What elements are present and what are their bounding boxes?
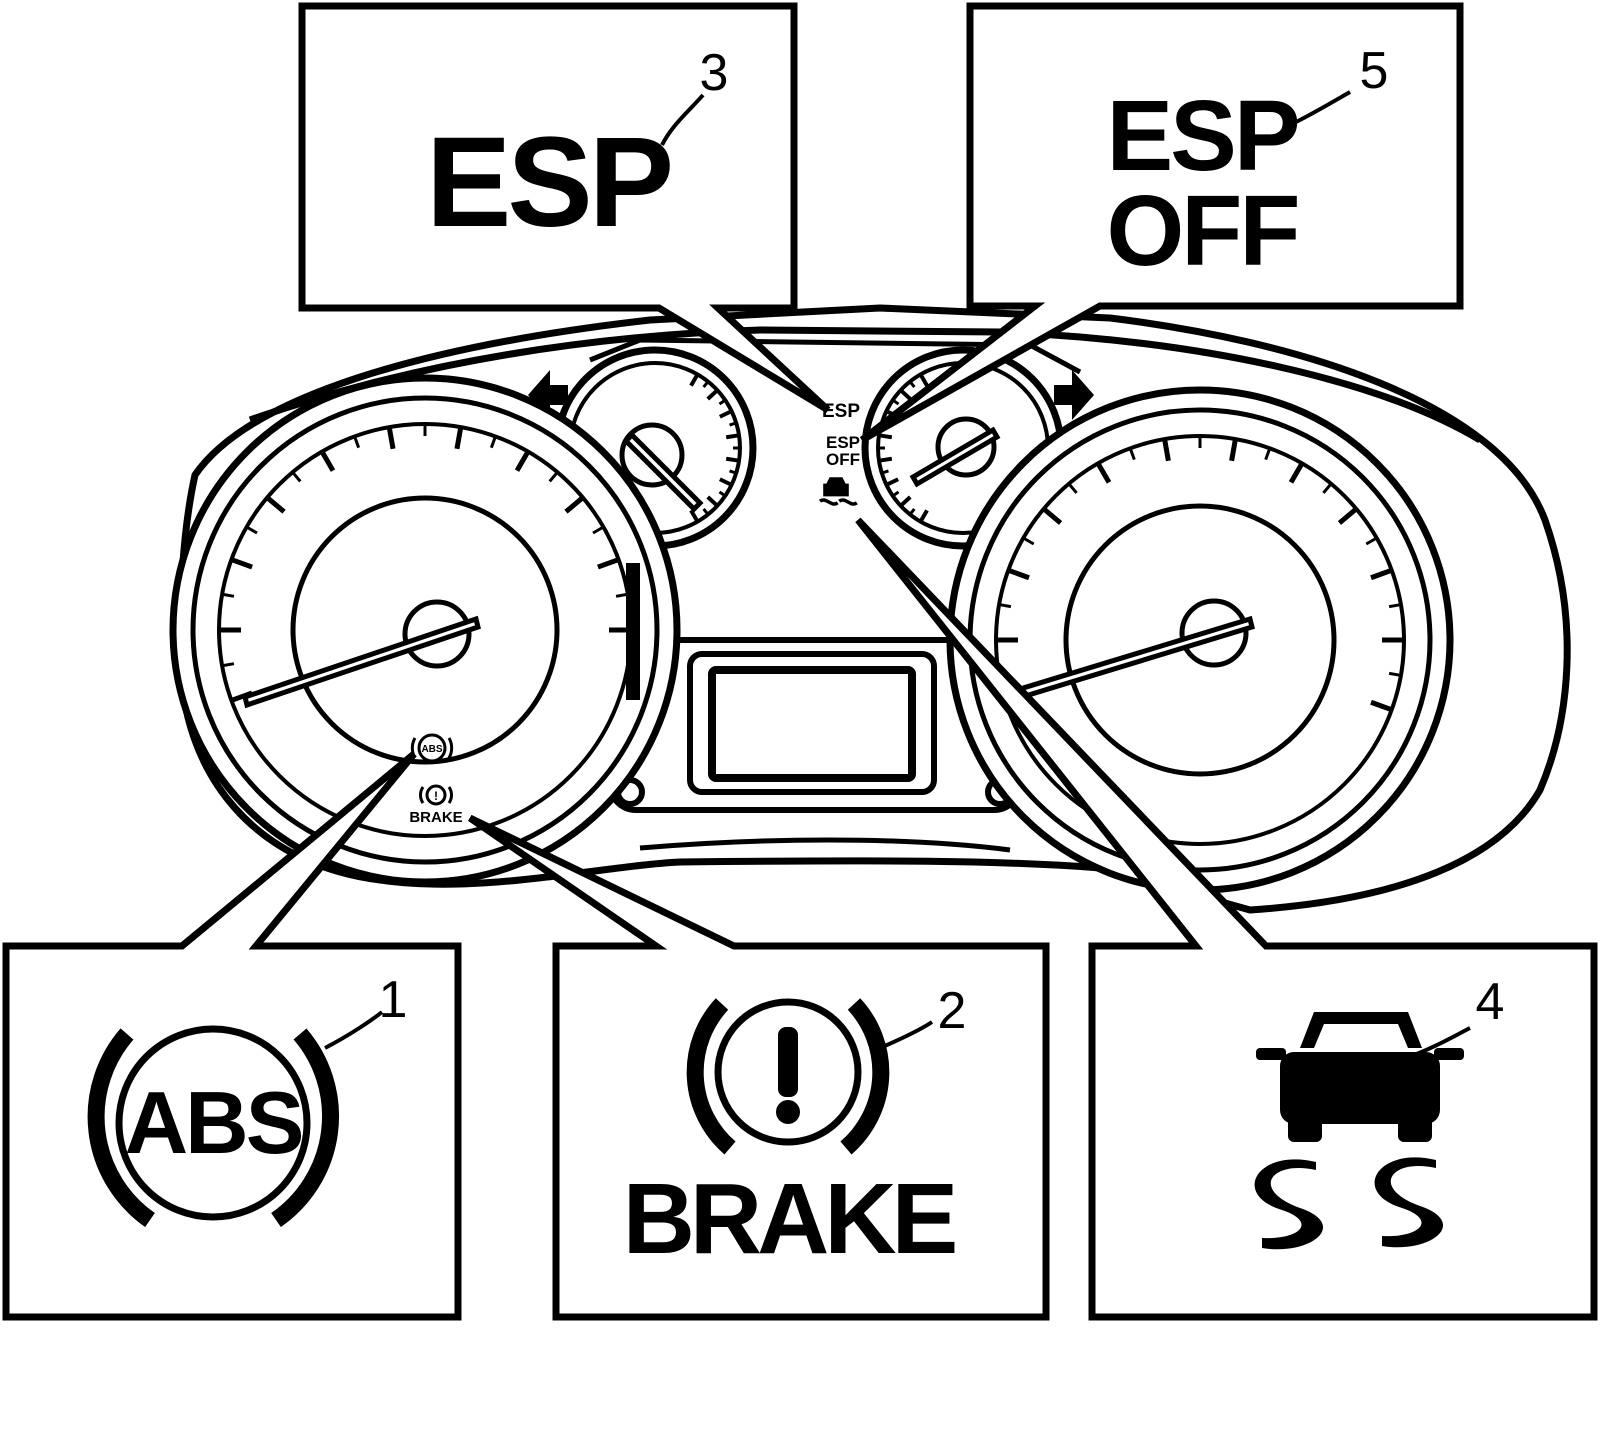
callout-abs: ABS 1 [2, 751, 462, 1321]
callout-traction: 4 [855, 517, 1598, 1321]
gauge-tick [1388, 671, 1402, 677]
svg-text:5: 5 [1360, 42, 1389, 100]
gauge-tick [1007, 567, 1030, 581]
gauge-tick [489, 435, 497, 449]
gauge-tick [908, 508, 916, 516]
callout-esp-off: ESP OFF 5 [859, 2, 1464, 444]
svg-text:BRAKE: BRAKE [623, 1163, 955, 1275]
gauge-tick [615, 592, 629, 598]
gauge-tick [891, 490, 900, 498]
gauge-tick [221, 592, 235, 598]
gauge-tick [706, 388, 719, 401]
gauge-tick [718, 398, 727, 406]
svg-text:4: 4 [1476, 973, 1505, 1031]
gauge-tick [1264, 447, 1272, 461]
svg-text:OFF: OFF [1107, 175, 1298, 287]
callout-brake: BRAKE 2 [468, 814, 1050, 1321]
gauge-tick [689, 509, 700, 523]
turn-left-arrow-icon [528, 370, 568, 420]
gauge-tick [353, 435, 361, 449]
gauge-tick [706, 495, 719, 508]
svg-text:ABS: ABS [421, 744, 442, 755]
traction-control-icon [1254, 1012, 1464, 1250]
gauge-tick [885, 477, 899, 487]
svg-text:3: 3 [700, 44, 729, 102]
gauge-tick [725, 456, 740, 463]
cluster-brake-indicator: ! BRAKE [409, 784, 463, 826]
gauge-tick [891, 398, 900, 406]
svg-text:OFF: OFF [826, 450, 860, 469]
svg-text:ESP: ESP [822, 401, 860, 422]
gauge-tick [1365, 536, 1378, 546]
gauge-tick [564, 495, 585, 514]
speedometer [169, 374, 681, 886]
gauge-tick [881, 469, 889, 475]
gauge-tick [514, 450, 531, 472]
svg-text:ABS: ABS [125, 1073, 302, 1172]
gauge-tick [454, 426, 464, 450]
gauge-tick [998, 603, 1012, 609]
gauge-tick [689, 373, 700, 387]
gauge-tick [1095, 462, 1112, 484]
gauge-tick [718, 490, 727, 498]
gauge-tick [878, 433, 893, 440]
gauge-tick [1042, 506, 1063, 525]
gauge-tick [386, 426, 396, 450]
gauge-tick [729, 421, 737, 427]
gauge-tick [597, 557, 620, 570]
gauge-tick [729, 469, 737, 475]
gauge-tick [1128, 447, 1136, 461]
svg-text:1: 1 [379, 971, 408, 1029]
cluster-traction-indicator [818, 477, 858, 506]
gauge-tick [592, 525, 605, 535]
gauge-tick [319, 450, 336, 472]
gauge-tick [548, 471, 559, 483]
gauge-tick [725, 433, 740, 440]
gauge-tick [1067, 482, 1078, 494]
gauge-tick [1388, 603, 1402, 609]
gauge-tick [908, 380, 916, 388]
center-display [607, 637, 1023, 813]
brake-warning-icon [686, 998, 890, 1155]
tachometer [946, 386, 1454, 894]
gauge-tick [918, 373, 929, 387]
svg-text:!: ! [434, 789, 438, 803]
gauge-tick [918, 509, 929, 523]
gauge-tick [1022, 536, 1035, 546]
gauge-tick [230, 557, 253, 570]
gauge-tick [1229, 438, 1238, 462]
gauge-tick [719, 477, 733, 487]
svg-text:ESP: ESP [826, 433, 860, 452]
cluster-esp-off-indicator: ESP OFF [826, 433, 860, 469]
cluster-abs-indicator: ABS [410, 733, 454, 763]
gauge-tick [899, 388, 912, 401]
gauge-tick [719, 409, 733, 419]
gauge-tick [1288, 462, 1305, 484]
cluster-esp-indicator: ESP [822, 401, 860, 422]
svg-text:BRAKE: BRAKE [409, 809, 462, 826]
abs-warning-icon: ABS [87, 1025, 340, 1227]
gauge-tick [245, 525, 258, 535]
svg-text:ESP: ESP [426, 111, 670, 254]
gauge-tick [1370, 699, 1393, 713]
gauge-tick [221, 662, 235, 668]
svg-text:2: 2 [938, 982, 967, 1040]
gauge-tick [291, 471, 302, 483]
gauge-tick [899, 495, 912, 508]
gauge-tick [1337, 506, 1358, 525]
gauge-tick [1322, 482, 1333, 494]
gauge-tick [265, 495, 286, 514]
gauge-tick [878, 456, 893, 463]
callout-esp: ESP 3 [298, 2, 831, 413]
gauge-tick [702, 380, 710, 388]
gauge-tick [1370, 567, 1393, 581]
gauge-tick [702, 508, 710, 516]
gauge-tick [1162, 438, 1171, 462]
turn-right-arrow-icon [1054, 370, 1094, 420]
svg-text:ESP: ESP [1106, 80, 1297, 192]
